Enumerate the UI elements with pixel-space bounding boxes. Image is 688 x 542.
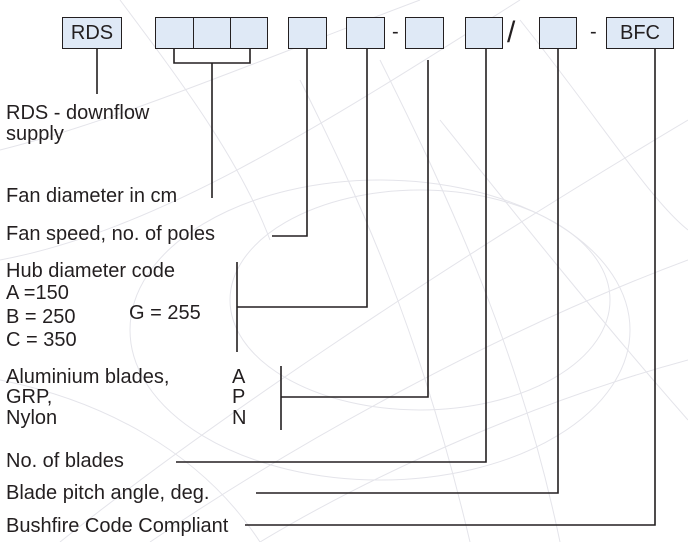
fan-speed-label: Fan speed, no. of poles xyxy=(6,223,216,245)
blade-material-aluminium: Aluminium blades, xyxy=(6,366,170,388)
bfc-code-box: BFC xyxy=(606,17,674,49)
fan-diameter-box-1 xyxy=(155,17,194,49)
pitch-angle-box xyxy=(539,17,577,49)
pitch-angle-label: Blade pitch angle, deg. xyxy=(6,482,210,504)
hub-option-g: G = 255 xyxy=(129,302,201,324)
fan-speed-box xyxy=(288,17,327,49)
blade-count-box xyxy=(465,17,503,49)
hub-option-b: B = 250 xyxy=(6,306,76,328)
fan-diameter-label: Fan diameter in cm xyxy=(6,185,178,207)
rds-label-line-1: RDS - downflow xyxy=(6,102,150,124)
blade-code-n: N xyxy=(232,407,247,429)
rds-label-line-2: supply xyxy=(6,123,64,145)
dash-separator-1: - xyxy=(392,21,399,43)
blade-code-a: A xyxy=(232,366,246,388)
hub-title-label: Hub diameter code xyxy=(6,260,175,282)
blade-code-p: P xyxy=(232,386,246,408)
rds-code-box: RDS xyxy=(62,17,122,49)
blade-material-grp: GRP, xyxy=(6,386,53,408)
hub-code-box xyxy=(346,17,385,49)
fan-diameter-box-2 xyxy=(193,17,231,49)
hub-option-a: A =150 xyxy=(6,282,69,304)
blade-material-nylon: Nylon xyxy=(6,407,58,429)
fan-diameter-box-3 xyxy=(230,17,268,49)
blade-count-label: No. of blades xyxy=(6,450,124,472)
blade-material-box xyxy=(405,17,444,49)
slash-separator: / xyxy=(507,16,516,49)
bushfire-label: Bushfire Code Compliant xyxy=(6,515,229,537)
dash-separator-2: - xyxy=(590,21,597,43)
hub-option-c: C = 350 xyxy=(6,329,77,351)
